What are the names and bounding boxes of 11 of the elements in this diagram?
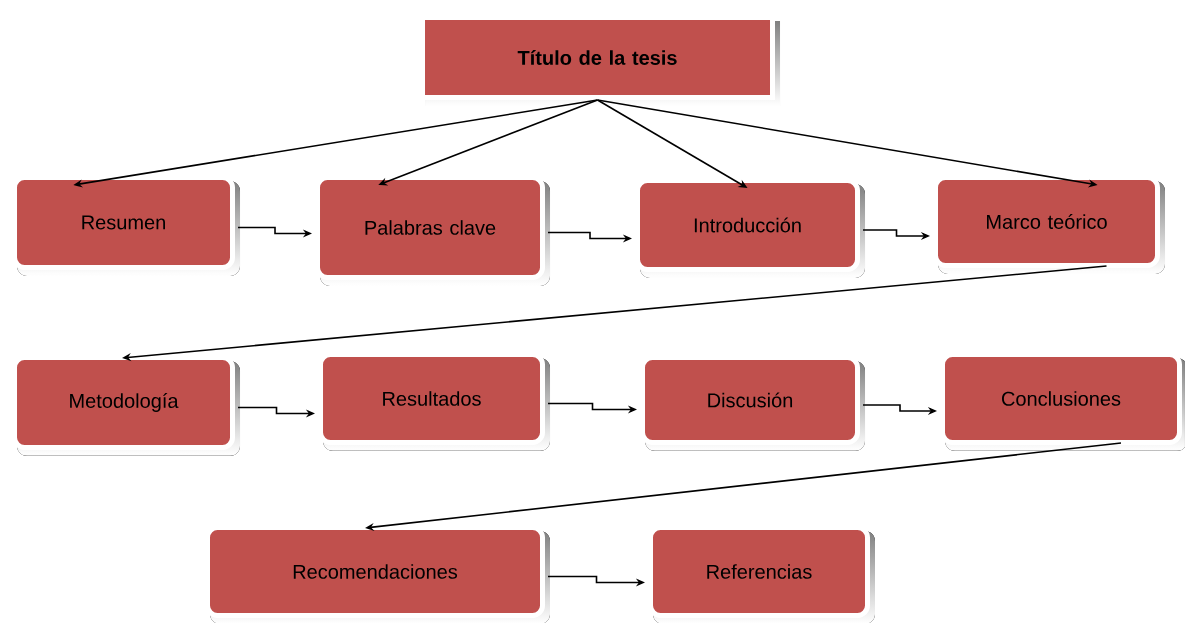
process-box: Resultados: [318, 352, 550, 451]
process-box: Conclusiones: [940, 352, 1185, 451]
process-box: Marco teórico: [933, 175, 1165, 274]
process-box: Metodología: [12, 355, 240, 456]
process-box: Referencias: [648, 525, 875, 623]
process-box: Resumen: [12, 175, 240, 276]
process-box: Recomendaciones: [205, 525, 550, 623]
process-box: Palabras clave: [315, 175, 550, 286]
title-box: Título de la tesis: [420, 15, 780, 106]
process-box: Discusión: [640, 355, 865, 451]
process-box: Introducción: [635, 178, 865, 278]
